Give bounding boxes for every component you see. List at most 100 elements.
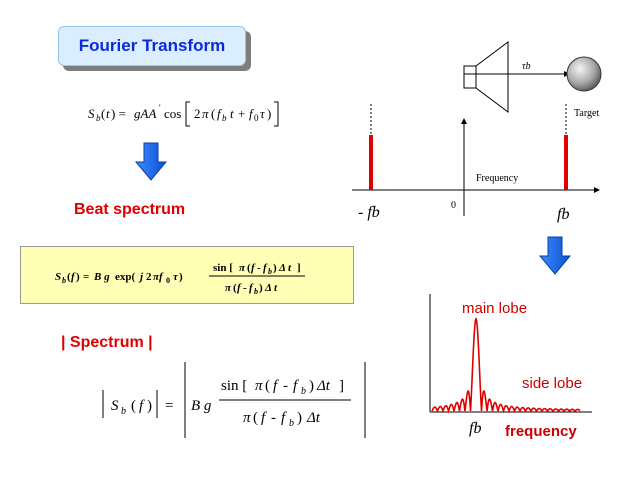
svg-text:(: ( — [67, 271, 71, 283]
magnitude-spectrum-equation: S b ( f ) = B g sin [ π ( f - f b ) Δt ]… — [102, 362, 366, 438]
svg-text:b: b — [289, 418, 294, 429]
svg-text:-: - — [271, 410, 276, 426]
svg-text:f: f — [293, 378, 299, 394]
svg-text:]: ] — [297, 262, 301, 274]
svg-text:=: = — [83, 271, 89, 283]
svg-text:Δt: Δt — [316, 378, 331, 394]
svg-text:b: b — [96, 113, 101, 123]
svg-text:S: S — [88, 106, 95, 121]
svg-text:f: f — [139, 398, 145, 414]
svg-text:sin [: sin [ — [213, 262, 233, 274]
svg-text:0: 0 — [254, 113, 259, 123]
sinc-curve — [431, 316, 581, 414]
svg-text:τ: τ — [260, 106, 266, 121]
sinc-spectrum-plot — [429, 294, 592, 414]
svg-text:S: S — [55, 271, 61, 283]
svg-text:sin [: sin [ — [221, 378, 247, 394]
svg-text:2: 2 — [146, 271, 152, 283]
svg-text:(: ( — [131, 398, 136, 414]
svg-text:(: ( — [211, 106, 215, 121]
svg-text:f: f — [263, 262, 268, 274]
svg-text:j: j — [138, 271, 144, 283]
svg-text:-: - — [257, 262, 261, 274]
title-box: Fourier Transform — [58, 26, 246, 66]
svg-text:π: π — [255, 378, 263, 394]
svg-text:(: ( — [253, 410, 258, 426]
side-lobe-label: side lobe — [522, 375, 583, 392]
svg-text:B g: B g — [191, 398, 212, 414]
svg-text:π: π — [243, 410, 251, 426]
frequency-axis-label: Frequency — [476, 173, 519, 184]
y-axis-arrowhead-icon — [461, 118, 467, 124]
svg-text:': ' — [159, 103, 161, 113]
title-text: Fourier Transform — [78, 36, 226, 55]
svg-text:f: f — [251, 262, 256, 274]
sinc-fb-label: fb — [469, 420, 482, 437]
svg-text:): ) — [309, 378, 314, 394]
down-arrow-icon — [134, 142, 168, 181]
svg-text:]: ] — [339, 378, 344, 394]
svg-text:b: b — [222, 113, 227, 123]
zero-label: 0 — [451, 200, 456, 211]
svg-text:b: b — [121, 406, 126, 417]
svg-text:(: ( — [265, 378, 270, 394]
svg-text:): ) — [267, 106, 271, 121]
sinc-frequency-label: frequency — [505, 423, 577, 440]
svg-text:(: ( — [233, 282, 237, 294]
svg-text:f: f — [249, 106, 255, 121]
svg-text:Δt: Δt — [306, 410, 321, 426]
svg-text:f: f — [71, 271, 76, 283]
radar-target-diagram — [463, 41, 602, 113]
svg-text:): ) — [147, 398, 152, 414]
svg-text:b: b — [268, 267, 272, 276]
target-label: Target — [574, 108, 600, 119]
svg-text:): ) — [76, 271, 80, 283]
svg-text:π: π — [225, 282, 232, 294]
svg-text:2: 2 — [194, 106, 201, 121]
x-axis-arrowhead-icon — [594, 187, 600, 193]
svg-text:): ) — [179, 271, 183, 283]
svg-text:b: b — [62, 276, 66, 285]
svg-text:Δ t: Δ t — [264, 282, 278, 294]
svg-text:exp(: exp( — [115, 271, 136, 283]
pos-fb-label: fb — [557, 206, 570, 223]
svg-text:τ: τ — [173, 271, 179, 283]
svg-text:f: f — [273, 378, 279, 394]
beat-spectrum-formula: S b (f) = B g exp( j 2 πf 0 τ ) sin [ π … — [55, 262, 305, 296]
svg-text:f: f — [281, 410, 287, 426]
svg-text:0: 0 — [166, 276, 170, 285]
svg-text:b: b — [301, 386, 306, 397]
two-sided-spectrum-plot — [352, 104, 600, 216]
svg-text:f: f — [237, 282, 242, 294]
radar-horn — [475, 41, 509, 113]
svg-text:f: f — [261, 410, 267, 426]
svg-text:): ) — [297, 410, 302, 426]
svg-text:π: π — [239, 262, 246, 274]
tau-label: τb — [522, 61, 531, 72]
svg-text:f: f — [217, 106, 223, 121]
svg-text:) =: ) = — [111, 106, 126, 121]
svg-text:t: t — [106, 106, 110, 121]
svg-text:f: f — [249, 282, 254, 294]
svg-text:πf: πf — [153, 271, 164, 283]
down-arrow-icon — [538, 236, 572, 275]
svg-text:-: - — [243, 282, 247, 294]
svg-text:π: π — [202, 106, 209, 121]
svg-text:t: t — [230, 106, 234, 121]
beat-spectrum-formula-box: S b (f) = B g exp( j 2 πf 0 τ ) sin [ π … — [20, 246, 354, 304]
svg-text:B g: B g — [93, 271, 110, 283]
svg-text:Δ t: Δ t — [278, 262, 292, 274]
antenna-feed — [463, 65, 477, 89]
svg-text:cos: cos — [164, 106, 181, 121]
svg-text:): ) — [259, 282, 263, 294]
svg-text:+: + — [238, 106, 245, 121]
svg-text:(: ( — [247, 262, 251, 274]
spectrum-label: | Spectrum | — [61, 334, 153, 351]
neg-fb-label: - fb — [358, 204, 380, 221]
svg-text:b: b — [254, 287, 258, 296]
target-sphere — [566, 56, 602, 92]
svg-text:S: S — [111, 398, 119, 414]
main-lobe-label: main lobe — [462, 300, 528, 317]
svg-text:(: ( — [101, 106, 105, 121]
beat-signal-equation: S b ( t ) = gAA ' cos 2 π ( f b t + f 0 … — [88, 101, 279, 127]
